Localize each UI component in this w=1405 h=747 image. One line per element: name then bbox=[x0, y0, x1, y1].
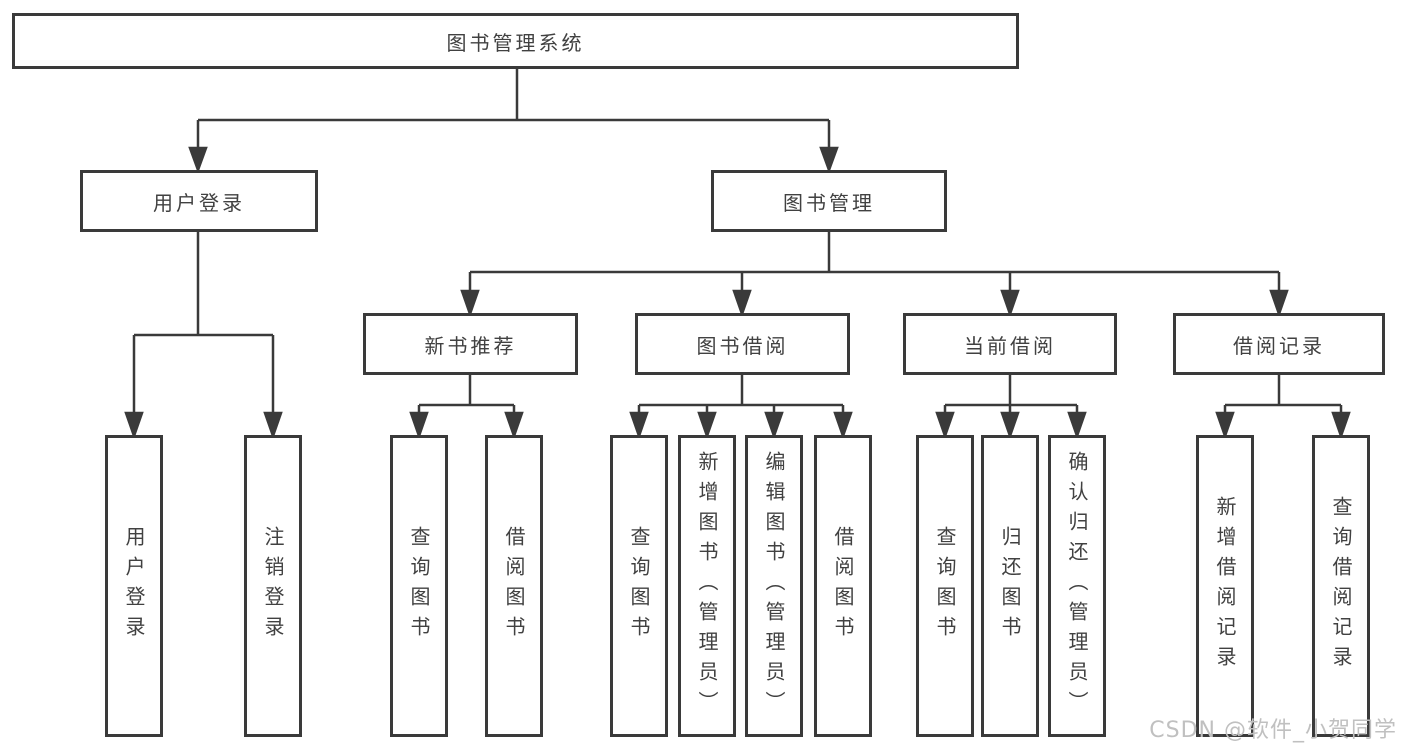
leaf-query-borrow-record: 查询借阅记录 bbox=[1312, 435, 1370, 737]
node-root-label: 图书管理系统 bbox=[446, 30, 585, 55]
csdn-watermark: CSDN @软件_小贺同学 bbox=[1149, 718, 1397, 743]
node-new-book-recommend-label: 新书推荐 bbox=[424, 333, 517, 358]
leaf-query-book-borrow-label: 查询图书 bbox=[627, 526, 651, 646]
leaf-return-book-label: 归还图书 bbox=[998, 526, 1022, 646]
leaf-borrow-book: 借阅图书 bbox=[814, 435, 872, 737]
leaf-user-login-label: 用户登录 bbox=[122, 526, 146, 646]
leaf-query-book-recommend-label: 查询图书 bbox=[407, 526, 431, 646]
leaf-add-book-admin-label: 新增图书（管理员） bbox=[695, 451, 719, 721]
leaf-add-book-admin: 新增图书（管理员） bbox=[678, 435, 736, 737]
node-book-borrow-label: 图书借阅 bbox=[696, 333, 789, 358]
node-current-borrow: 当前借阅 bbox=[903, 313, 1117, 375]
leaf-query-book-borrow: 查询图书 bbox=[610, 435, 668, 737]
node-book-management: 图书管理 bbox=[711, 170, 947, 232]
node-root-system: 图书管理系统 bbox=[12, 13, 1019, 69]
node-book-borrow: 图书借阅 bbox=[635, 313, 850, 375]
leaf-logout-label: 注销登录 bbox=[261, 526, 285, 646]
leaf-confirm-return-admin: 确认归还（管理员） bbox=[1048, 435, 1106, 737]
leaf-confirm-return-admin-label: 确认归还（管理员） bbox=[1065, 451, 1089, 721]
leaf-borrow-book-recommend-label: 借阅图书 bbox=[502, 526, 526, 646]
leaf-logout: 注销登录 bbox=[244, 435, 302, 737]
leaf-edit-book-admin-label: 编辑图书（管理员） bbox=[762, 451, 786, 721]
leaf-query-book-current-label: 查询图书 bbox=[933, 526, 957, 646]
node-user-login: 用户登录 bbox=[80, 170, 318, 232]
leaf-edit-book-admin: 编辑图书（管理员） bbox=[745, 435, 803, 737]
node-user-login-label: 用户登录 bbox=[153, 190, 245, 215]
leaf-return-book: 归还图书 bbox=[981, 435, 1039, 737]
leaf-add-borrow-record-label: 新增借阅记录 bbox=[1213, 496, 1237, 676]
node-book-management-label: 图书管理 bbox=[783, 190, 875, 215]
leaf-user-login: 用户登录 bbox=[105, 435, 163, 737]
node-new-book-recommend: 新书推荐 bbox=[363, 313, 578, 375]
leaf-query-borrow-record-label: 查询借阅记录 bbox=[1329, 496, 1353, 676]
node-borrow-record-label: 借阅记录 bbox=[1233, 333, 1325, 358]
leaf-borrow-book-recommend: 借阅图书 bbox=[485, 435, 543, 737]
node-current-borrow-label: 当前借阅 bbox=[964, 333, 1056, 358]
leaf-borrow-book-label: 借阅图书 bbox=[831, 526, 855, 646]
leaf-add-borrow-record: 新增借阅记录 bbox=[1196, 435, 1254, 737]
leaf-query-book-current: 查询图书 bbox=[916, 435, 974, 737]
node-borrow-record: 借阅记录 bbox=[1173, 313, 1385, 375]
leaf-query-book-recommend: 查询图书 bbox=[390, 435, 448, 737]
